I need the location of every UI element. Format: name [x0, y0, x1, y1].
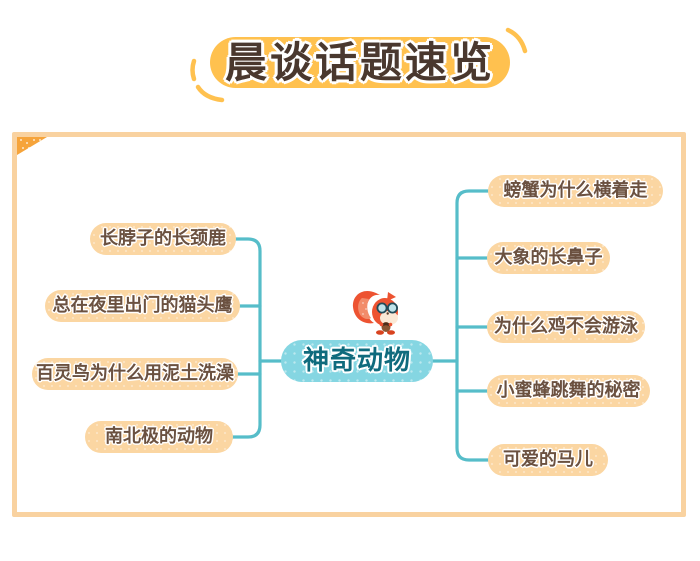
topic-label: 可爱的马儿: [503, 449, 593, 470]
center-topic-label: 神奇动物: [302, 346, 411, 376]
topic-node-owl[interactable]: 总在夜里出门的猫头鹰: [45, 290, 240, 322]
page-title: 晨谈话题速览: [224, 37, 495, 87]
page-title-badge: 晨谈话题速览: [210, 37, 510, 88]
topic-node-chicken[interactable]: 为什么鸡不会游泳: [487, 311, 645, 343]
topic-label: 百灵鸟为什么用泥土洗澡: [36, 363, 234, 384]
squirrel-with-glasses-icon: [352, 290, 399, 335]
topic-label: 为什么鸡不会游泳: [494, 316, 638, 337]
topic-node-bee[interactable]: 小蜜蜂跳舞的秘密: [487, 375, 650, 407]
topic-label: 南北极的动物: [105, 426, 213, 447]
topic-label: 小蜜蜂跳舞的秘密: [496, 380, 641, 401]
topic-label: 总在夜里出门的猫头鹰: [52, 295, 233, 316]
topic-node-elephant[interactable]: 大象的长鼻子: [487, 242, 610, 274]
topic-node-polar-animals[interactable]: 南北极的动物: [85, 421, 233, 453]
topic-label: 长脖子的长颈鹿: [100, 228, 226, 249]
topic-label: 大象的长鼻子: [494, 247, 603, 268]
folded-corner-icon: [17, 137, 47, 155]
topic-node-giraffe[interactable]: 长脖子的长颈鹿: [90, 223, 236, 255]
topic-node-horse[interactable]: 可爱的马儿: [488, 444, 608, 476]
topic-node-lark[interactable]: 百灵鸟为什么用泥土洗澡: [32, 358, 238, 390]
topic-label: 螃蟹为什么横着走: [503, 180, 648, 201]
center-topic-node[interactable]: 神奇动物: [281, 340, 433, 382]
topic-node-crab[interactable]: 螃蟹为什么横着走: [488, 175, 663, 207]
